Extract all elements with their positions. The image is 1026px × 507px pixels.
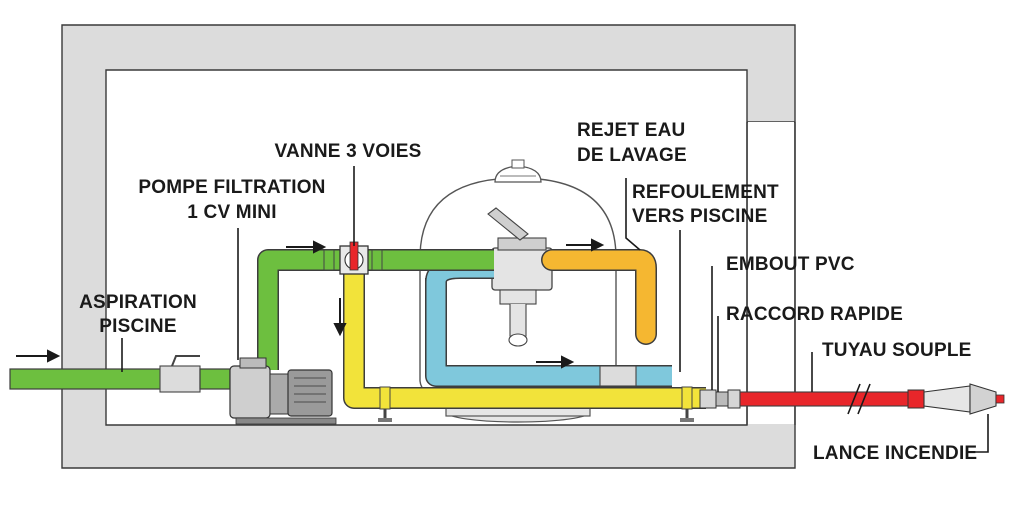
label-aspiration-1: ASPIRATION: [79, 292, 197, 313]
flow-arrow-icon: [536, 355, 575, 369]
label-pompe-1: POMPE FILTRATION: [138, 177, 325, 198]
flow-arrow-icon: [333, 298, 347, 337]
pump-icon: [229, 357, 337, 425]
label-refoulement-1: REFOULEMENT: [632, 182, 779, 203]
hose-assembly: [699, 383, 925, 415]
label-aspiration-2: PISCINE: [99, 316, 176, 337]
pipe-pump-green: [257, 249, 494, 370]
label-pompe-2: 1 CV MINI: [187, 202, 276, 223]
label-vanne: VANNE 3 VOIES: [275, 141, 422, 162]
nozzle-icon: [923, 383, 1005, 415]
pipe-main-yellow: [343, 270, 706, 422]
label-embout: EMBOUT PVC: [726, 254, 855, 275]
leader-lines: [121, 166, 989, 453]
pipe-waste-orange: [541, 249, 657, 345]
flow-arrow-icon: [286, 240, 327, 254]
label-rejet-2: DE LAVAGE: [577, 145, 687, 166]
label-tuyau: TUYAU SOUPLE: [822, 340, 972, 361]
pipe-suction-green: [9, 355, 231, 393]
flow-arrow-icon: [566, 238, 605, 252]
flow-arrow-icon: [16, 349, 61, 363]
valve-icon: [339, 241, 369, 275]
technical-room: [61, 24, 796, 469]
label-lance: LANCE INCENDIE: [813, 443, 977, 464]
label-rejet-1: REJET EAU: [577, 120, 685, 141]
label-refoulement-2: VERS PISCINE: [632, 206, 767, 227]
label-raccord: RACCORD RAPIDE: [726, 304, 903, 325]
